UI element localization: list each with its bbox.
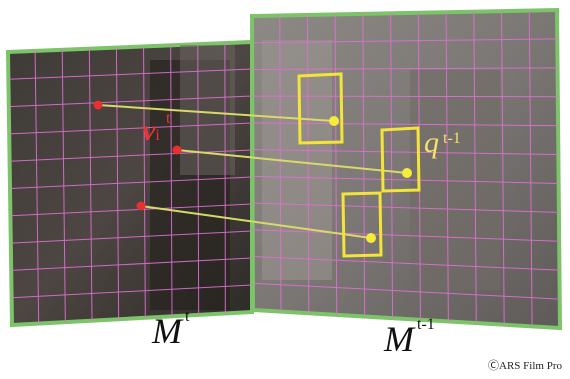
- previous-frame-symbol: M: [384, 319, 414, 359]
- match-box-1: [297, 72, 344, 145]
- vertex-points: [93, 100, 182, 211]
- previous-frame-grid-row-line: [252, 202, 559, 213]
- vertex-label-symbol: v: [142, 114, 156, 147]
- match-points: [329, 116, 412, 243]
- vertex-label-superscript: t: [166, 110, 171, 127]
- current-frame-grid-row-line: [10, 230, 253, 244]
- current-frame-superscript: t: [185, 308, 190, 325]
- correspondence-line-2: [176, 149, 408, 174]
- previous-frame-grid-row-line: [252, 122, 559, 127]
- previous-frame-grid-row-line: [252, 149, 559, 156]
- previous-frame-grid-column-line: [279, 15, 282, 312]
- current-frame-grid-row-line: [10, 203, 253, 217]
- previous-frame-grid-column-line: [390, 13, 394, 319]
- previous-frame-superscript: t-1: [417, 316, 435, 333]
- current-frame: [5, 39, 254, 328]
- vertex-point-2: [172, 145, 182, 155]
- previous-frame-grid-row-line: [252, 95, 558, 98]
- previous-frame-grid-row-line: [252, 282, 560, 300]
- correspondence-line-1: [97, 104, 335, 122]
- vertex-label: vi t: [142, 110, 170, 148]
- match-boxes: [297, 72, 421, 258]
- current-frame-grid-row-line: [11, 257, 253, 271]
- previous-frame-grid-column-line: [473, 11, 477, 324]
- previous-frame-grid-row-line: [252, 67, 558, 70]
- match-label-superscript: t-1: [443, 130, 461, 147]
- current-frame-grid-row-line: [8, 95, 253, 108]
- correspondence-line-3: [140, 205, 372, 239]
- previous-frame-grid-column-line: [362, 13, 366, 317]
- current-frame-grid-row-line: [9, 176, 253, 189]
- previous-frame-grid-column-line: [445, 12, 449, 322]
- current-frame-grid-row-line: [9, 149, 253, 162]
- copyright-credit: ⒸARS Film Pro: [488, 360, 562, 372]
- vertex-label-subscript: i: [155, 127, 160, 144]
- current-frame-grid-row-line: [9, 122, 253, 135]
- match-point-2: [402, 168, 412, 178]
- current-frame-grid-row-line: [8, 68, 253, 80]
- match-box-3: [341, 191, 383, 258]
- previous-frame-grid-row-line: [252, 38, 558, 44]
- previous-frame-grid-column-line: [501, 11, 505, 325]
- previous-frame-grid-row-line: [252, 229, 560, 242]
- vertex-point-3: [136, 201, 146, 211]
- vertex-point-1: [93, 100, 103, 110]
- previous-frame-grid-column-line: [528, 10, 533, 327]
- match-label: q t-1: [424, 126, 461, 160]
- current-frame-symbol: M: [152, 311, 182, 351]
- match-point-1: [329, 116, 339, 126]
- match-point-3: [366, 233, 376, 243]
- current-frame-grid: [8, 43, 253, 324]
- match-box-2: [380, 126, 421, 193]
- current-frame-grid-row-line: [11, 284, 253, 299]
- correspondence-lines: [97, 104, 408, 239]
- previous-frame-grid-row-line: [252, 175, 559, 184]
- previous-frame-grid-row-line: [252, 256, 560, 271]
- match-label-symbol: q: [424, 126, 439, 159]
- previous-frame-grid-column-line: [334, 14, 338, 315]
